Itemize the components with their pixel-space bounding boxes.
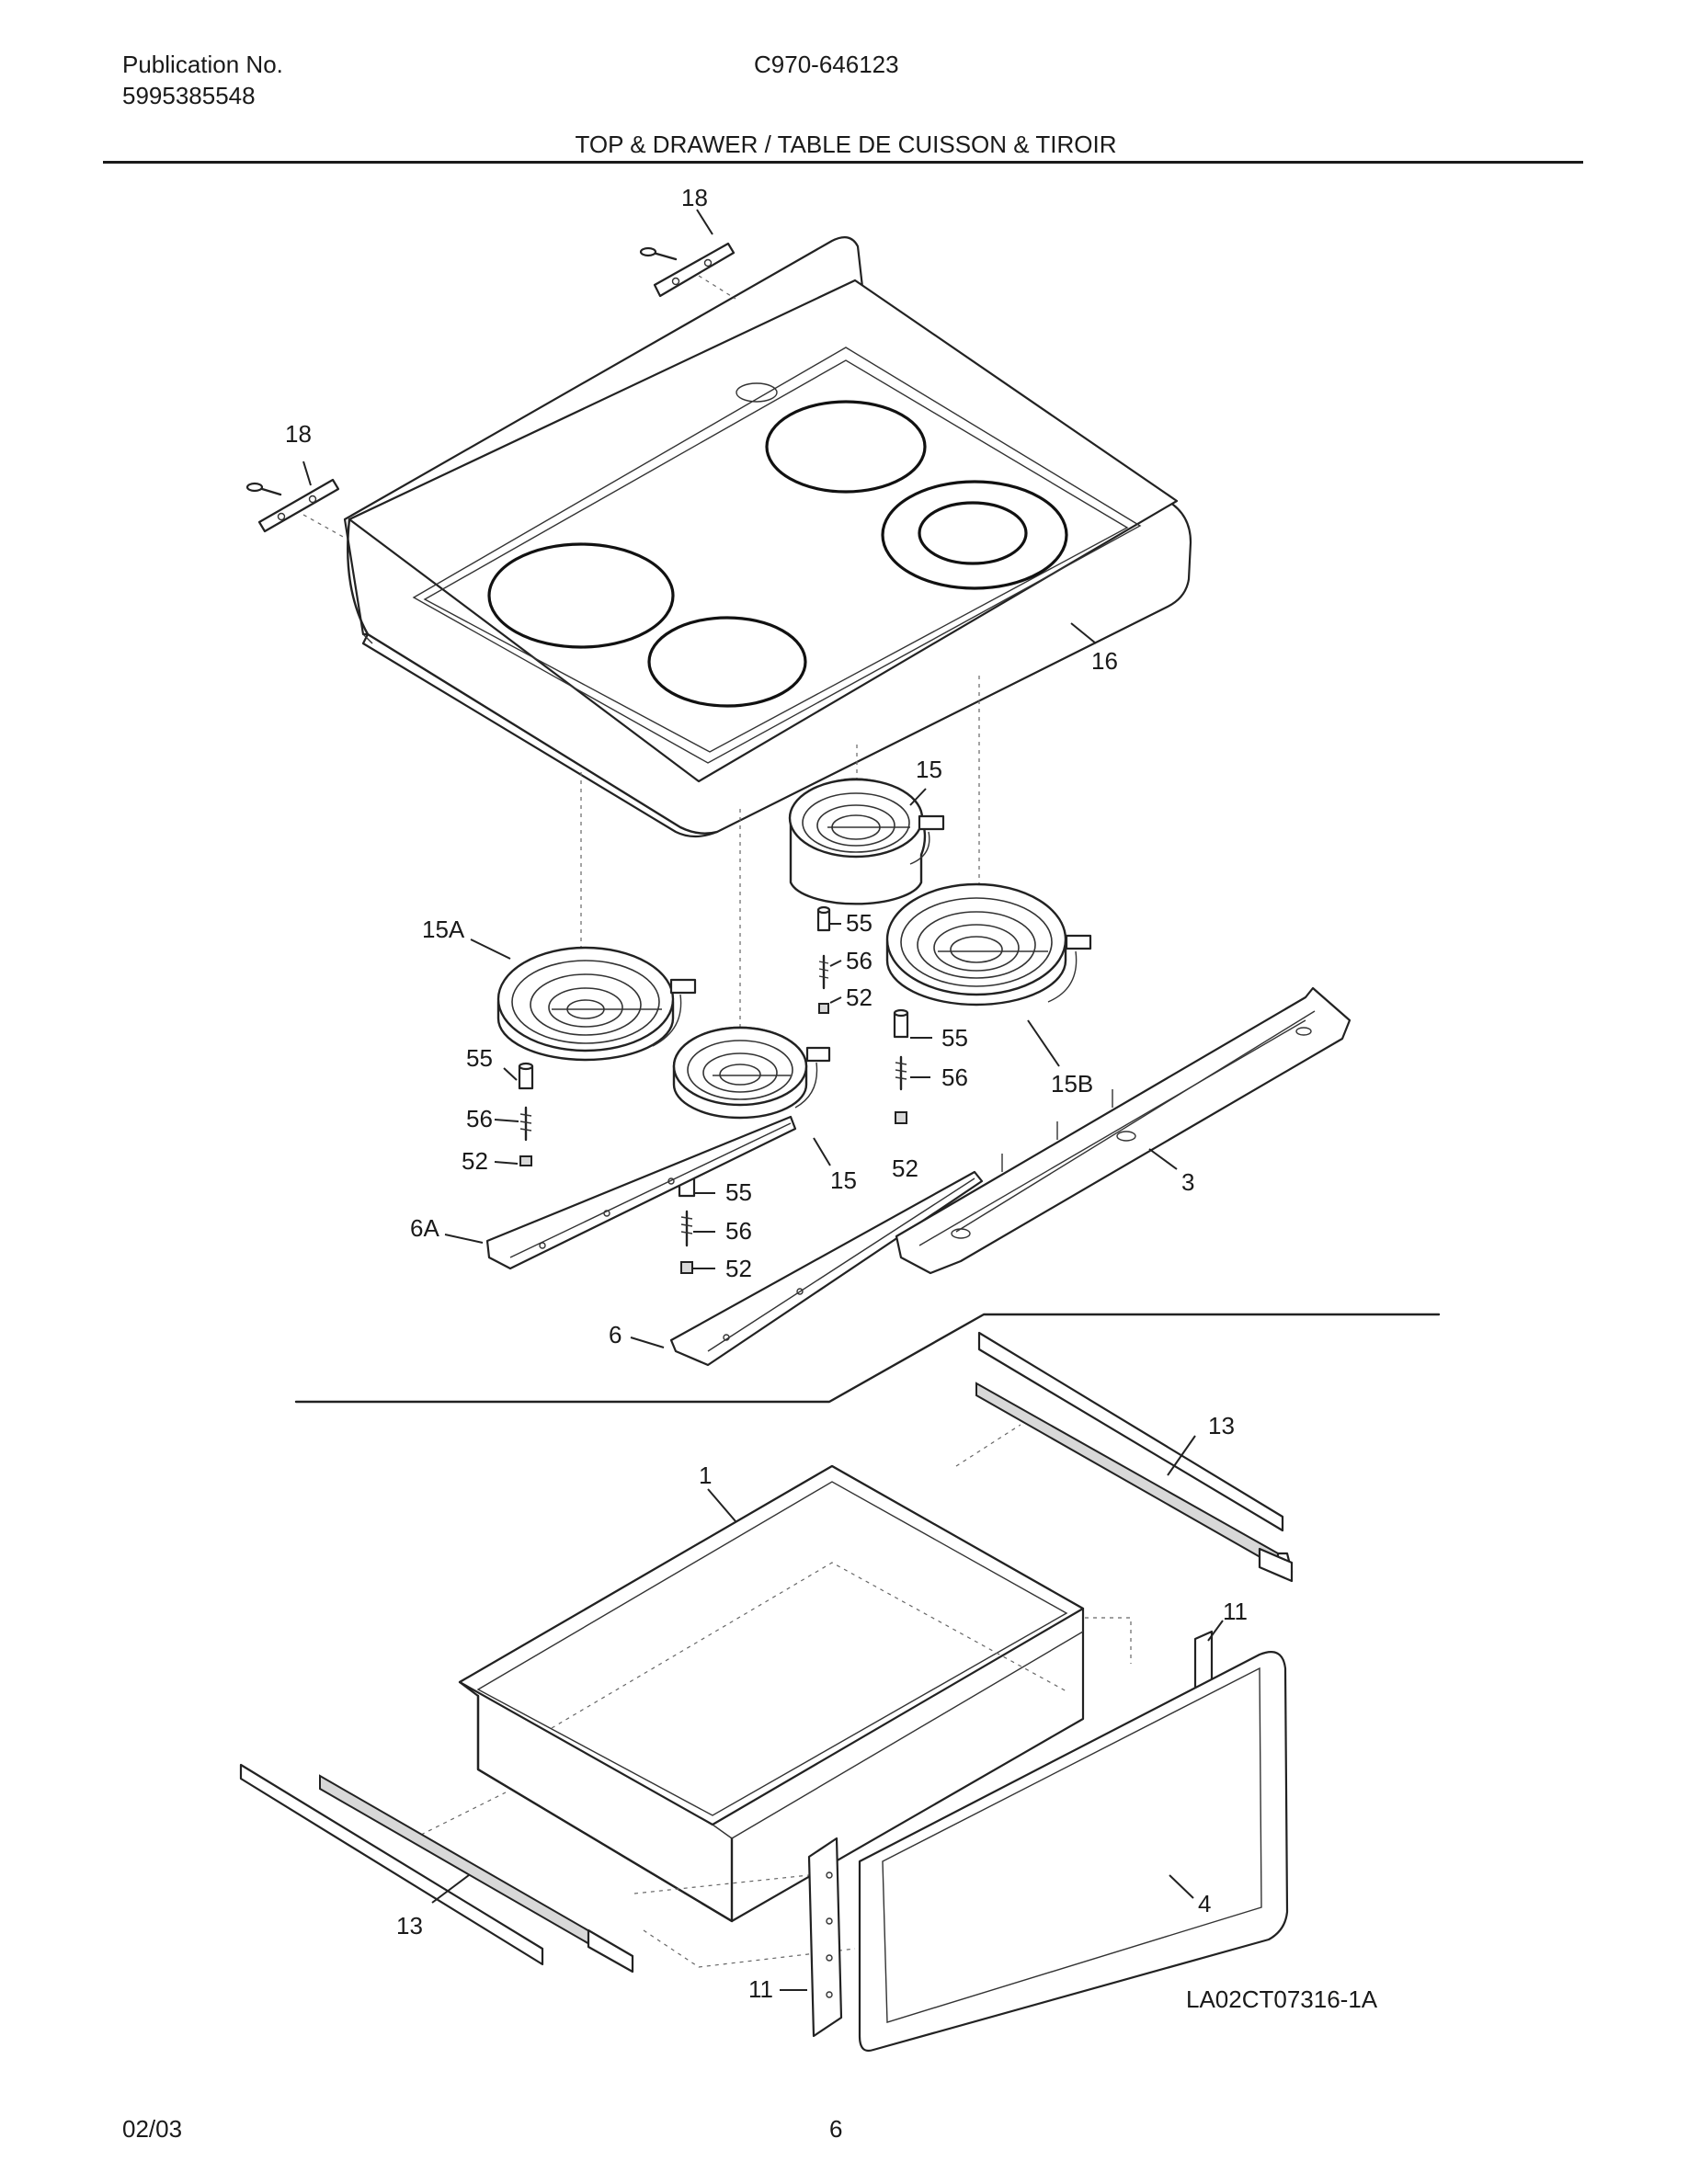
callout-3: 3 <box>1181 1168 1194 1196</box>
callout-11-right: 11 <box>1223 1598 1248 1625</box>
model-number: C970-646123 <box>754 51 899 78</box>
support-rail-6a <box>485 1115 797 1270</box>
publication-number: 5995385548 <box>122 82 256 109</box>
callout-55-c: 55 <box>941 1024 968 1052</box>
surface-element-15b <box>885 882 1092 1007</box>
callout-56-b: 56 <box>846 947 873 974</box>
left-rear-zone <box>487 542 675 649</box>
callout-55-d: 55 <box>725 1178 752 1206</box>
callout-52-c: 52 <box>892 1155 918 1182</box>
callout-55-b: 55 <box>846 909 873 937</box>
hardware-stack-a <box>518 1062 534 1166</box>
callout-1: 1 <box>699 1462 712 1489</box>
callout-15a: 15A <box>422 916 465 943</box>
left-front-zone <box>647 616 807 708</box>
callout-18-left: 18 <box>285 420 312 448</box>
callout-52-b: 52 <box>846 984 873 1011</box>
callout-52-a: 52 <box>462 1147 488 1175</box>
revision-date: 02/03 <box>122 2115 183 2143</box>
page-number: 6 <box>829 2115 843 2143</box>
surface-element-15a <box>496 946 697 1062</box>
callout-52-d: 52 <box>725 1255 752 1282</box>
drawer-bracket-11-bottom <box>807 1837 843 2038</box>
drawing-code: LA02CT07316-1A <box>1186 1985 1378 2013</box>
publication-label: Publication No. <box>122 51 283 78</box>
drawer-front-4 <box>858 1651 1289 2053</box>
support-rail-3 <box>895 986 1352 1275</box>
surface-element-15-top <box>788 778 945 905</box>
title-rule <box>103 161 1583 164</box>
callout-15-middle: 15 <box>830 1166 857 1194</box>
callout-15-top: 15 <box>916 756 942 783</box>
callout-55-a: 55 <box>466 1044 493 1072</box>
support-rail-6 <box>669 1170 984 1367</box>
hardware-stack-c <box>893 1008 909 1124</box>
drawer-slide-13-left <box>239 1763 634 1974</box>
callout-4: 4 <box>1198 1890 1211 1917</box>
callout-6: 6 <box>609 1321 622 1348</box>
callout-15b: 15B <box>1051 1070 1093 1098</box>
right-front-zone-inner <box>918 501 1028 565</box>
hinge-bracket-18-top <box>639 242 736 300</box>
page-title: TOP & DRAWER / TABLE DE CUISSON & TIROIR <box>575 131 1117 158</box>
hinge-bracket-18-left <box>245 478 346 539</box>
hardware-stack-b <box>816 905 831 1014</box>
callout-13-right: 13 <box>1208 1412 1235 1439</box>
callout-13-left: 13 <box>396 1912 423 1939</box>
drawer-slide-13-right <box>975 1331 1294 1583</box>
callout-18-top: 18 <box>681 184 708 211</box>
surface-element-15-middle <box>672 1026 831 1120</box>
cooktop-part-16 <box>343 236 1192 838</box>
drawer-part-1 <box>458 1464 1085 1923</box>
right-rear-zone <box>765 400 927 494</box>
callout-16: 16 <box>1091 647 1118 675</box>
callout-56-d: 56 <box>725 1217 752 1245</box>
right-front-zone-outer <box>881 480 1068 590</box>
callout-6a: 6A <box>410 1214 439 1242</box>
callout-11-bottom: 11 <box>748 1975 773 2003</box>
callout-56-a: 56 <box>466 1105 493 1132</box>
callout-56-c: 56 <box>941 1064 968 1091</box>
